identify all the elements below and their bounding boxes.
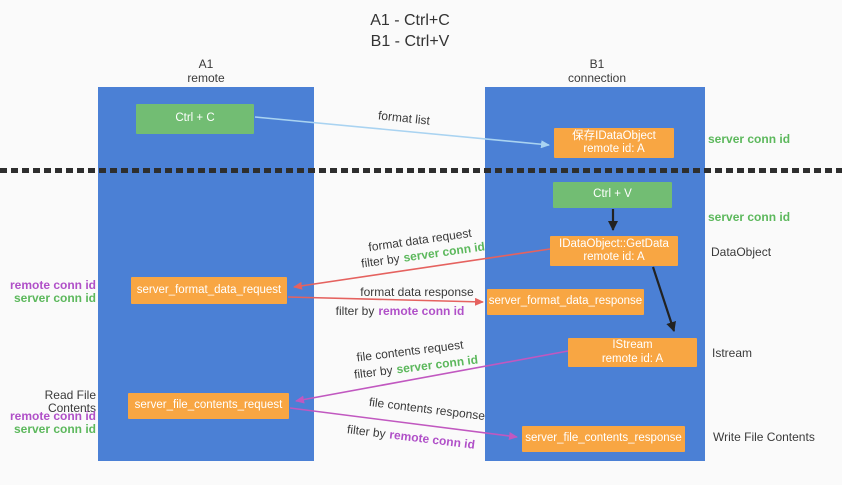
node-save-idataobject-line2: remote id: A xyxy=(583,143,645,155)
node-server-file-contents-response: server_file_contents_response xyxy=(522,426,685,452)
title-line-1: A1 - Ctrl+C xyxy=(370,12,450,29)
node-istream-line1: IStream xyxy=(612,339,653,351)
node-server-format-data-request: server_format_data_request xyxy=(131,277,287,304)
node-file-request-label: server_file_contents_request xyxy=(134,399,283,412)
filter-by-text: filter by xyxy=(353,362,394,382)
lane-b1-type: connection xyxy=(567,71,627,85)
label-server-conn-id-right-top: server conn id xyxy=(708,132,791,146)
node-server-format-data-response: server_format_data_response xyxy=(487,289,644,315)
node-ctrl-c: Ctrl + C xyxy=(136,104,254,134)
label-server-conn-id-right-mid: server conn id xyxy=(708,210,791,224)
label-read-file-contents: Read File Contents xyxy=(44,388,96,415)
label-format-data-response: format data response xyxy=(360,285,474,299)
title-line-2: B1 - Ctrl+V xyxy=(370,33,450,50)
node-ctrl-v: Ctrl + V xyxy=(553,182,672,208)
label-file-contents-response: file contents response xyxy=(368,394,486,424)
lane-header-a1: A1 remote xyxy=(116,57,296,85)
node-format-response-label: server_format_data_response xyxy=(488,295,643,308)
label-remote-conn-id-left-bottom: remote conn id xyxy=(9,409,96,423)
lane-a1-type: remote xyxy=(187,71,225,85)
node-getdata-line1: IDataObject::GetData xyxy=(559,237,669,250)
node-file-response-label: server_file_contents_response xyxy=(525,432,682,445)
lane-b1-name: B1 xyxy=(589,57,605,71)
node-format-request-label: server_format_data_request xyxy=(136,283,282,296)
node-istream-line2: remote id: A xyxy=(601,352,664,365)
node-ctrl-c-label: Ctrl + C xyxy=(175,112,215,125)
filter-by-text: filter by xyxy=(346,422,387,441)
remote-conn-id-text: remote conn id xyxy=(378,304,465,318)
label-group-conn-ids-bottom: remote conn id server conn id xyxy=(0,410,96,435)
label-istream: Istream xyxy=(712,346,753,360)
label-group-conn-ids-top: remote conn id server conn id xyxy=(0,279,96,304)
label-write-file-contents: Write File Contents xyxy=(713,430,815,444)
label-remote-conn-id-left-top: remote conn id xyxy=(9,278,96,292)
label-server-conn-id-left-bottom: server conn id xyxy=(13,421,96,436)
node-server-file-contents-request: server_file_contents_request xyxy=(128,393,289,419)
node-save-idataobject: 保存IDataObject remote id: A xyxy=(554,128,674,158)
node-save-idataobject-line1: 保存IDataObject xyxy=(572,129,656,142)
lane-a1-name: A1 xyxy=(198,57,214,71)
label-format-list: format list xyxy=(377,108,431,128)
label-server-conn-id-left-top: server conn id xyxy=(13,290,96,305)
phase-separator-dotted-line xyxy=(0,168,842,173)
node-ctrl-v-label: Ctrl + V xyxy=(593,188,632,201)
node-idataobject-getdata: IDataObject::GetData remote id: A xyxy=(550,236,678,266)
remote-conn-id-text: remote conn id xyxy=(388,427,476,452)
node-istream: IStream remote id: A xyxy=(568,338,697,367)
filter-by-text: filter by xyxy=(360,251,401,271)
diagram-title: A1 - Ctrl+C B1 - Ctrl+V xyxy=(290,10,530,52)
node-getdata-line2: remote id: A xyxy=(583,251,645,263)
label-dataobject: DataObject xyxy=(711,245,772,259)
lane-header-b1: B1 connection xyxy=(507,57,687,85)
filter-by-text: filter by xyxy=(335,304,375,318)
